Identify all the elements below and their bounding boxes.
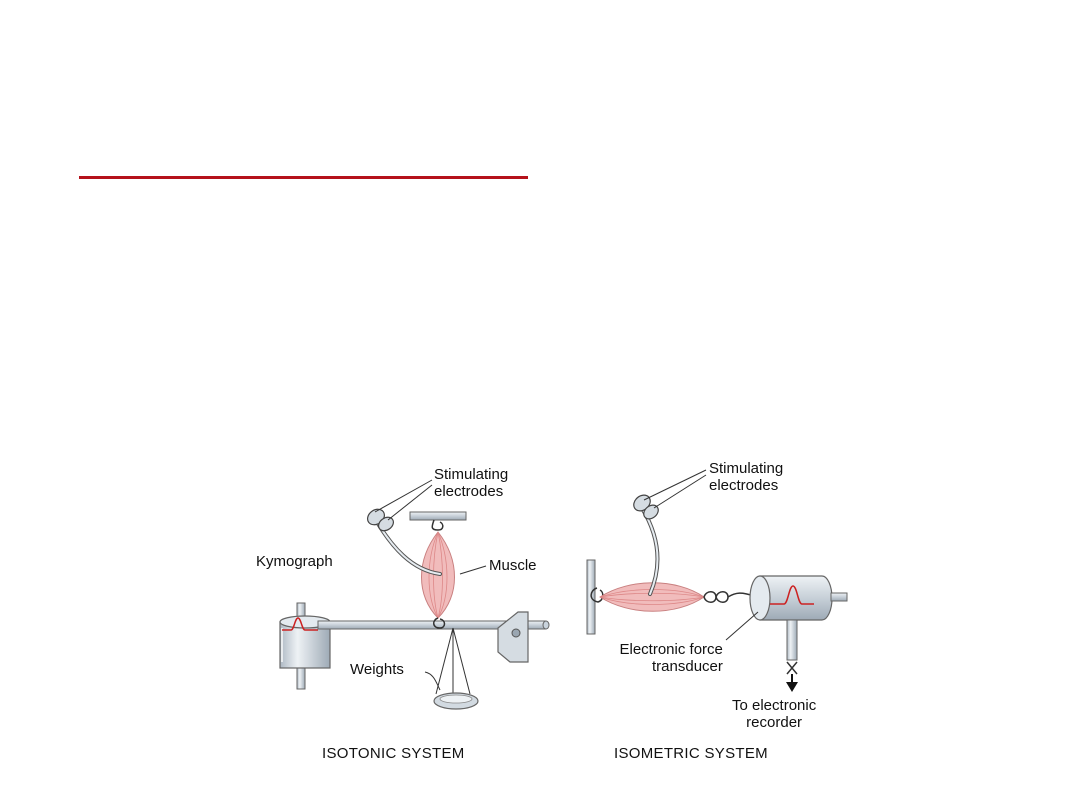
- recorder-label: To electronic recorder: [732, 697, 817, 731]
- kymograph-label: Kymograph: [256, 553, 333, 570]
- isotonic-caption: ISOTONIC SYSTEM: [322, 745, 465, 762]
- kymograph-drum: [279, 602, 331, 690]
- electronic-force-transducer: [749, 575, 848, 692]
- transducer-trace: [770, 585, 814, 605]
- weights-label: Weights: [350, 661, 404, 678]
- isometric-apparatus: [586, 469, 848, 692]
- kymograph-trace: [282, 617, 318, 631]
- isotonic-stimulating-electrodes-label: Stimulating electrodes: [434, 466, 509, 500]
- pivot-bracket: [497, 611, 529, 663]
- upper-clamp: [409, 511, 467, 521]
- transducer-label: Electronic force transducer: [619, 641, 723, 675]
- weights: [433, 627, 479, 710]
- isometric-stimulating-electrodes-label: Stimulating electrodes: [709, 460, 784, 494]
- isometric-caption: ISOMETRIC SYSTEM: [614, 745, 768, 762]
- muscle-label: Muscle: [489, 557, 537, 574]
- title-underline: [79, 176, 528, 179]
- isotonic-stimulating-electrodes: [367, 508, 442, 576]
- isotonic-apparatus: [279, 479, 550, 710]
- isometric-stimulating-electrodes: [633, 494, 660, 596]
- isometric-muscle: [599, 582, 705, 612]
